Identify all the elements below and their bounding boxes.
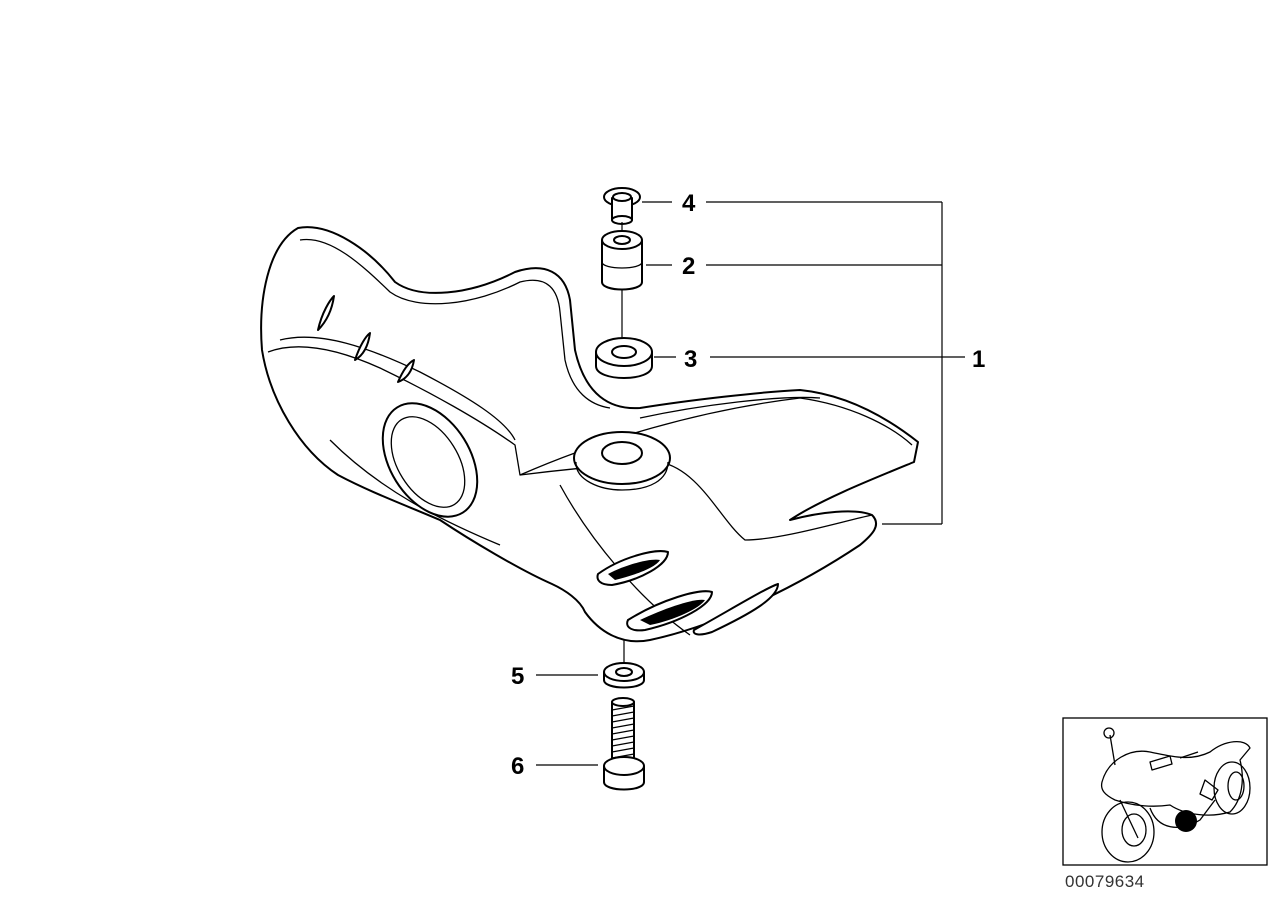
bushing-part [603, 187, 641, 225]
screw-part [603, 697, 645, 791]
callout-3: 3 [684, 346, 697, 373]
grommet-part [595, 337, 653, 379]
rubber-mount-part [601, 230, 643, 291]
leader-lines [536, 201, 965, 766]
motorcycle-silhouette-icon [1100, 727, 1251, 863]
washer-part [603, 662, 645, 689]
callout-4: 4 [682, 190, 696, 217]
callout-6: 6 [511, 753, 524, 780]
location-marker-icon [1175, 810, 1197, 832]
engine-guard [260, 226, 919, 643]
callout-1: 1 [972, 346, 985, 373]
callout-5: 5 [511, 663, 524, 690]
locator-thumbnail [1062, 717, 1268, 866]
reference-code: 00079634 [1065, 872, 1145, 891]
callout-2: 2 [682, 253, 695, 280]
assembly-axis [621, 222, 625, 662]
